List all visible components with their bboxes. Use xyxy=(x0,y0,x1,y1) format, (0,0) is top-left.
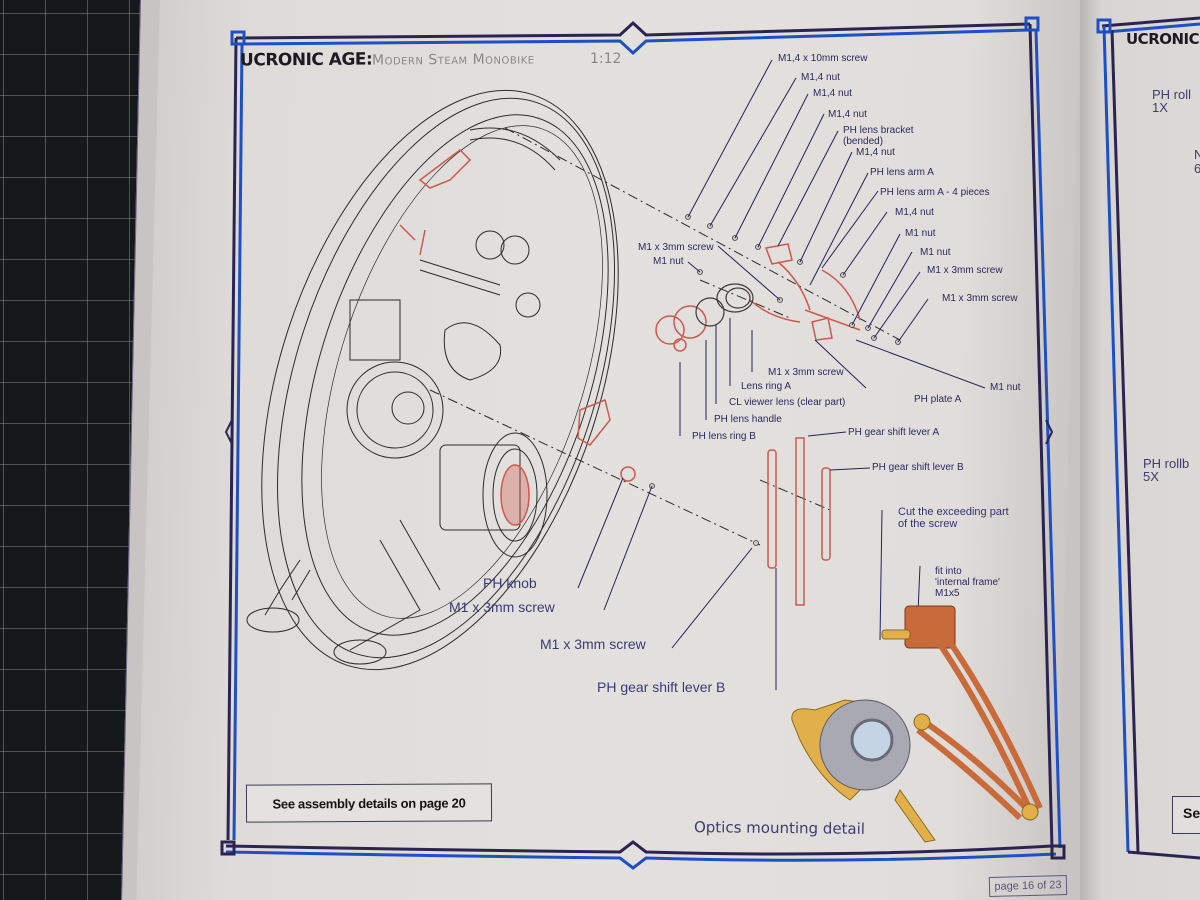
callout-m14-10mm-screw: M1,4 x 10mm screw xyxy=(778,53,868,64)
next-page-text: N xyxy=(1194,147,1200,162)
callout-m1-3mm-screw: M1 x 3mm screw xyxy=(638,242,714,253)
brand-name: UCRONIC AGE xyxy=(239,49,367,71)
page-of: of xyxy=(1037,879,1047,892)
next-page-text: 6 xyxy=(1194,161,1200,176)
leader-lines xyxy=(577,59,986,690)
callout-lens-ring-a: Lens ring A xyxy=(741,381,792,392)
callout-ph-gear-shift-lever-b: PH gear shift lever B xyxy=(872,462,964,473)
document-subtitle: Modern Steam Monobike xyxy=(371,51,535,69)
gear-shift-levers xyxy=(767,437,831,606)
highlighted-parts-on-wheel xyxy=(399,149,636,526)
callout-m14-nut: M1,4 nut xyxy=(828,109,867,120)
callout-m1-3mm-screw: M1 x 3mm screw xyxy=(540,636,646,652)
callout-m1-nut: M1 nut xyxy=(920,247,951,258)
callout-m1-nut: M1 nut xyxy=(653,256,684,267)
small-hardware xyxy=(649,214,901,546)
next-page-frame xyxy=(1096,16,1200,860)
callout-ph-lens-arm-a-4-pieces: PH lens arm A - 4 pieces xyxy=(880,187,990,198)
assembly-details-note: See assembly details on page 20 xyxy=(272,794,466,812)
callout-m14-nut: M1,4 nut xyxy=(895,207,934,218)
page-current: 16 xyxy=(1021,879,1035,893)
assembly-axis-lines xyxy=(429,127,901,546)
callout-m1-3mm-screw: M1 x 3mm screw xyxy=(927,265,1003,276)
page-prefix: page xyxy=(994,880,1020,893)
brand-logo: UCRONIC AGE: xyxy=(240,50,378,71)
next-page xyxy=(1080,0,1200,900)
ornamental-frame xyxy=(220,16,1066,870)
page-number-badge: page 16 of 23 xyxy=(988,874,1068,898)
callout-ph-lens-bracket: PH lens bracket xyxy=(843,125,914,136)
next-page-brand: UCRONIC xyxy=(1126,30,1200,48)
callout-m1-3mm-screw: M1 x 3mm screw xyxy=(768,367,844,378)
optics-mounting-detail-illustration xyxy=(791,605,1043,843)
next-page-note-box: Se xyxy=(1172,796,1200,834)
model-scale: 1:12 xyxy=(590,51,622,67)
callout-ph-gear-shift-lever-a: PH gear shift lever A xyxy=(848,427,940,438)
detail-caption: Optics mounting detail xyxy=(693,818,866,838)
page-total: 23 xyxy=(1049,879,1062,892)
callout-ph-lens-handle: PH lens handle xyxy=(714,414,782,425)
callout-ph-knob: PH knob xyxy=(483,575,537,591)
next-page-text: 5X xyxy=(1143,469,1159,484)
callout-ph-lens-arm-a: PH lens arm A xyxy=(870,167,934,178)
callout-ph-lens-bracket-note: (bended) xyxy=(843,136,884,147)
note-fit-internal-frame: fit into xyxy=(935,566,962,577)
callout-ph-plate-a: PH plate A xyxy=(914,394,962,405)
callout-ph-lens-ring-b: PH lens ring B xyxy=(692,431,756,442)
next-page-text: PH roll xyxy=(1152,87,1192,102)
callout-m14-nut: M1,4 nut xyxy=(856,147,895,158)
next-page-text: 1X xyxy=(1152,100,1168,115)
note-fit-internal-frame-line2: 'internal frame' xyxy=(935,577,1000,588)
callout-m14-nut: M1,4 nut xyxy=(801,72,840,83)
callout-m1-nut: M1 nut xyxy=(990,382,1021,393)
next-page-text: PH rollb xyxy=(1143,456,1190,471)
note-fit-internal-frame-line3: M1x5 xyxy=(935,588,960,599)
callout-m1-nut: M1 nut xyxy=(905,228,936,239)
exploded-optic-parts xyxy=(655,243,861,352)
lens-parts xyxy=(695,283,754,327)
monobike-wheel-drawing xyxy=(246,89,619,671)
callout-m1-3mm-screw: M1 x 3mm screw xyxy=(942,293,1018,304)
note-cut-screw-line2: of the screw xyxy=(898,518,958,530)
note-cut-screw: Cut the exceeding part xyxy=(898,506,1009,518)
callout-ph-gear-shift-lever-b: PH gear shift lever B xyxy=(597,679,726,695)
callout-cl-viewer-lens: CL viewer lens (clear part) xyxy=(729,397,846,408)
callout-m1-3mm-screw: M1 x 3mm screw xyxy=(449,599,555,615)
assembly-details-note-box: See assembly details on page 20 xyxy=(245,783,493,823)
callout-m14-nut: M1,4 nut xyxy=(813,88,852,99)
